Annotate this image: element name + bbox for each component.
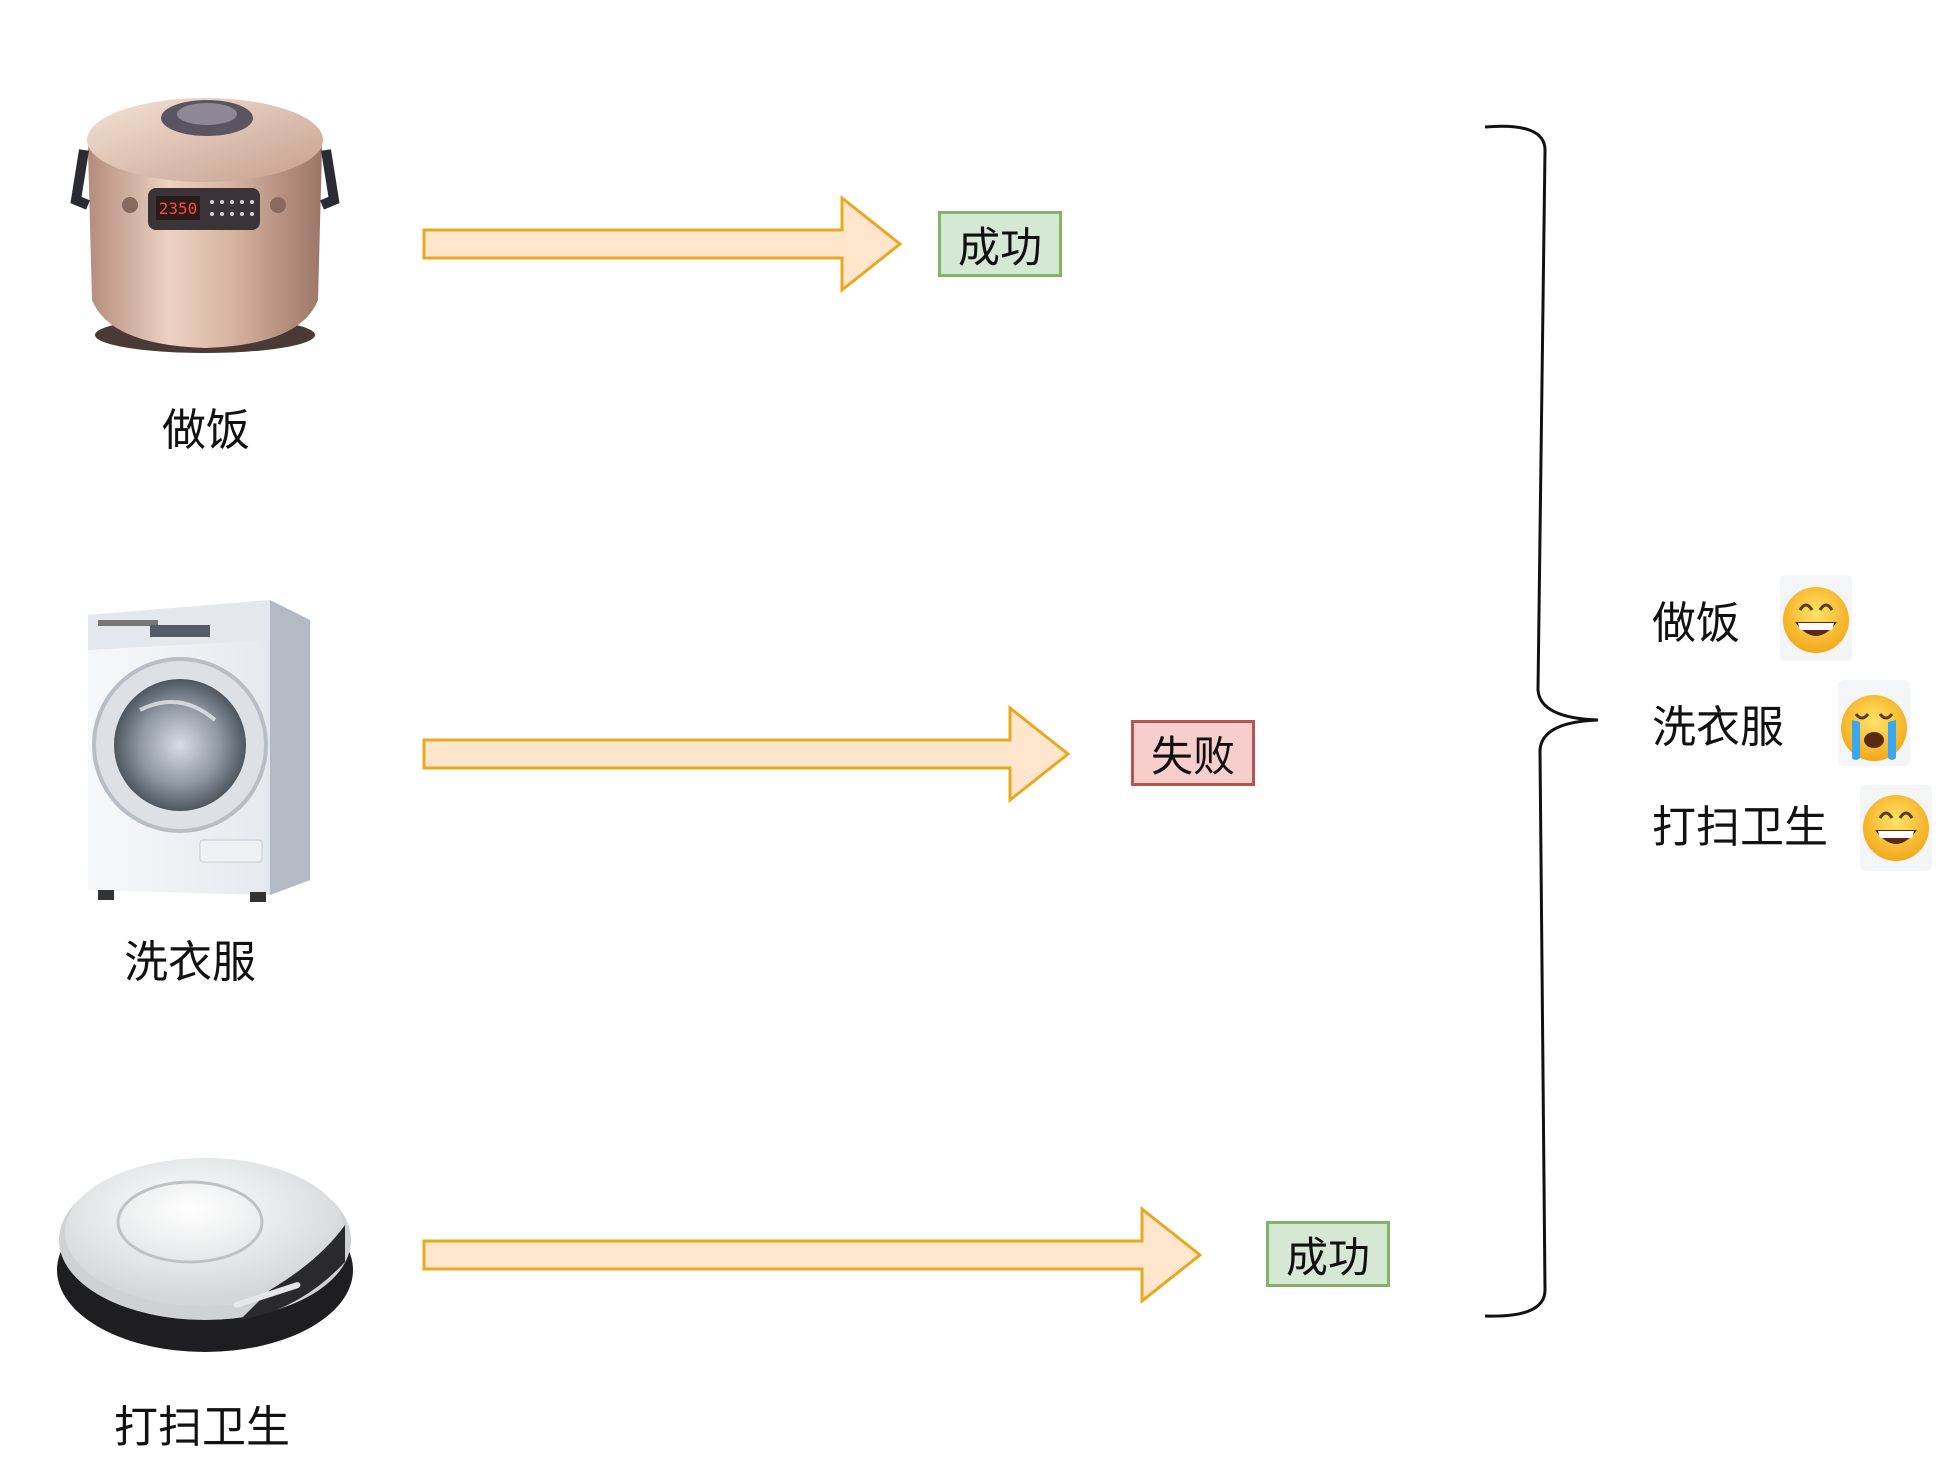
- arrow-cooking: [422, 194, 903, 294]
- result-badge-success: 成功: [938, 211, 1062, 277]
- arrow-laundry: [422, 704, 1071, 804]
- task-label-cleaning: 打扫卫生: [114, 1402, 290, 1453]
- svg-text:2350: 2350: [159, 199, 198, 218]
- summary-item-laundry: 洗衣服: [1652, 702, 1784, 753]
- arrow-cleaning: [422, 1205, 1203, 1305]
- summary-item-cooking: 做饭: [1652, 598, 1740, 649]
- task-label-cooking: 做饭: [162, 405, 250, 456]
- result-badge-success: 成功: [1266, 1221, 1390, 1287]
- crying-face-icon: [1838, 680, 1910, 766]
- robot-vacuum-icon: [57, 1158, 353, 1352]
- summary-brace: [1484, 124, 1599, 1318]
- grinning-face-icon: [1780, 575, 1852, 661]
- summary-item-cleaning: 打扫卫生: [1652, 802, 1828, 853]
- result-badge-failure: 失败: [1131, 720, 1255, 786]
- task-label-laundry: 洗衣服: [124, 937, 256, 988]
- rice-cooker-icon: 2350: [70, 98, 340, 353]
- grinning-face-icon: [1860, 785, 1932, 871]
- washing-machine-icon: [88, 600, 310, 902]
